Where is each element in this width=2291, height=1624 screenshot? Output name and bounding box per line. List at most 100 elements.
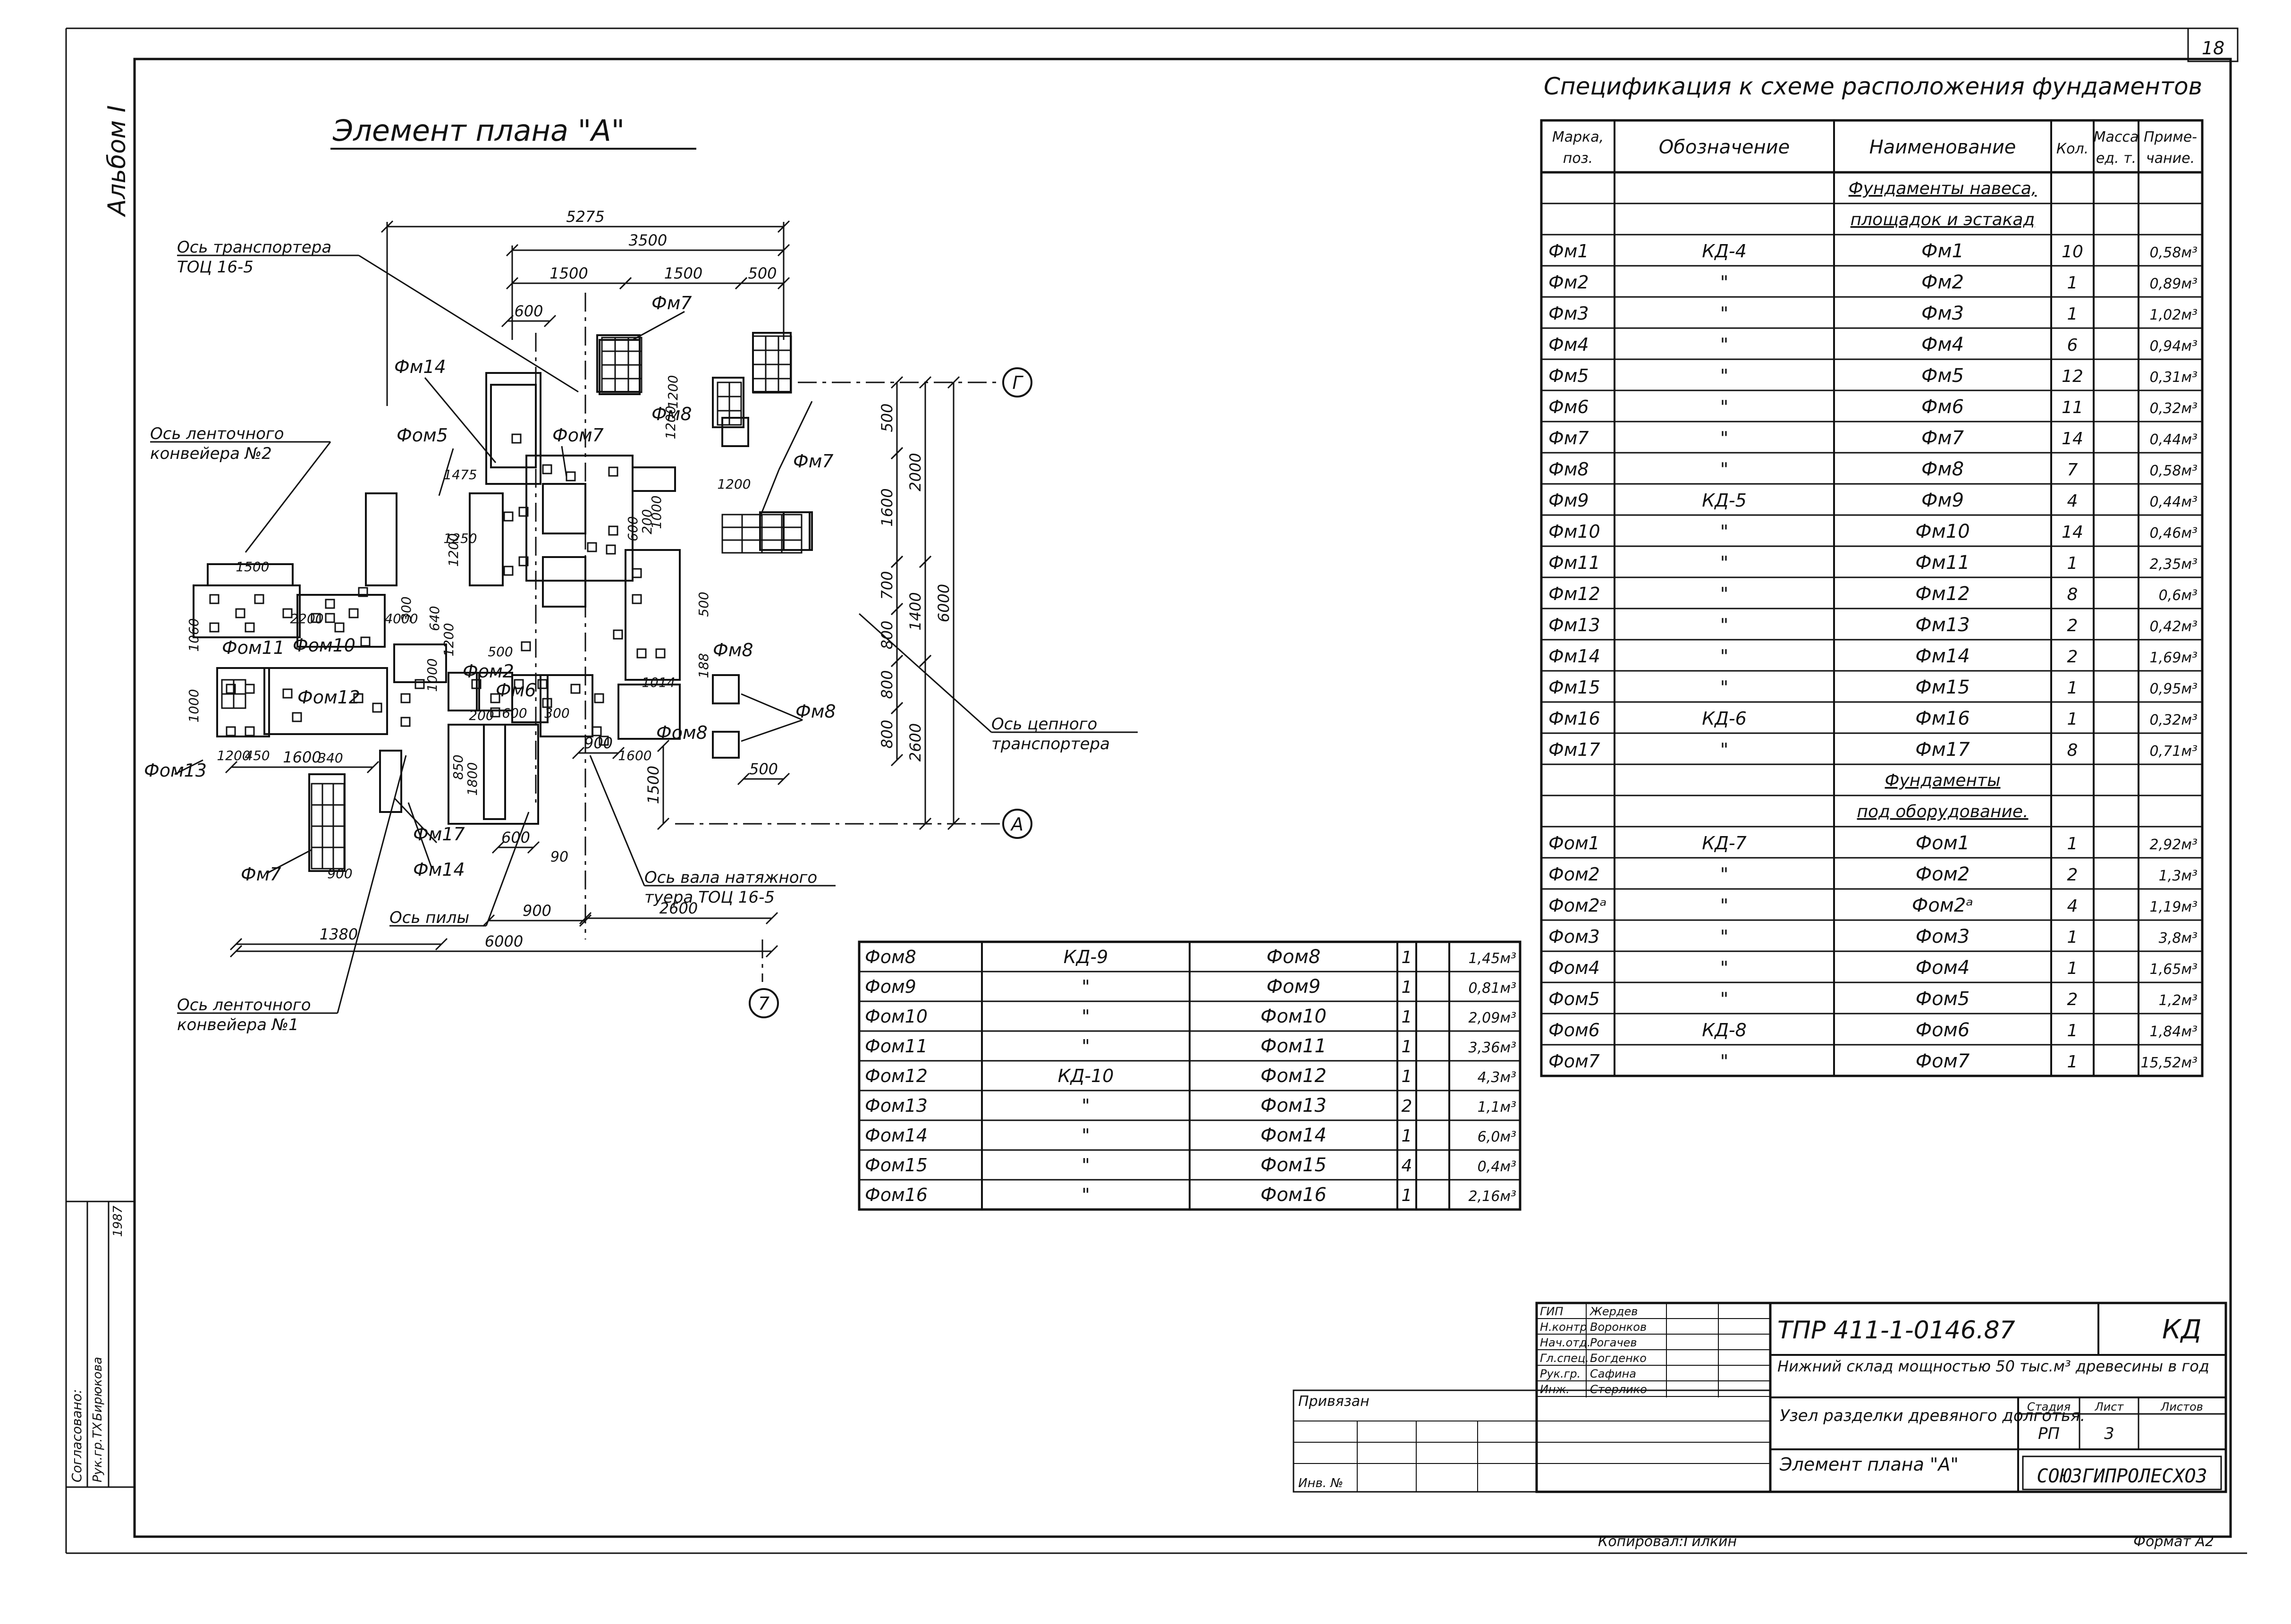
dim-right-5: 1400: [906, 592, 924, 630]
spec3-note-1: 0,81м³: [1469, 980, 1516, 997]
dim-right-2-tick: [919, 376, 932, 389]
tb-sign-role-5: Инж.: [1540, 1383, 1570, 1396]
anchor-square-33: [282, 688, 293, 699]
plan-label-Фм7-16: Фм7: [241, 864, 281, 885]
spec1-name-10: Фм11: [1915, 552, 1970, 574]
foundation-block-33: [483, 724, 506, 820]
fm8-grid-0-1: [728, 381, 742, 398]
tb-agreed-2: Бирюкова: [91, 1357, 105, 1421]
anchor-square-18: [209, 622, 220, 633]
anchor-square-17: [235, 608, 245, 618]
fom12-grid-0-0: [221, 679, 235, 695]
dim-right-6-tick: [947, 817, 960, 830]
spec2-name-3: Фом3: [1916, 926, 1970, 947]
dim-bottom-2: 900: [523, 902, 551, 920]
spec1-note-11: 0,6м³: [2159, 587, 2198, 604]
dim-misc-30: 200: [639, 509, 655, 534]
spec1-note-9: 0,46м³: [2150, 525, 2198, 541]
fm7-grid-a-2-1: [614, 364, 629, 380]
spec1-note-0: 0,58м³: [2150, 245, 2198, 261]
spec1-mark-2: Фм3: [1548, 303, 1589, 324]
spec3-designation-7: ": [1082, 1155, 1090, 1176]
spec1-note-13: 1,69м³: [2150, 650, 2198, 666]
foundation-block-26: [448, 672, 480, 711]
spec2-designation-5: ": [1720, 989, 1728, 1009]
callout-chain-1: транспортера: [991, 735, 1110, 753]
dim-right-9-tick: [919, 654, 932, 668]
plan-label-Фом11-6: Фом11: [222, 637, 285, 658]
dim-right-8-tick: [890, 753, 904, 767]
foundation-block-22: [296, 594, 386, 648]
foundation-block-17: [632, 466, 676, 492]
spec1-note-5: 0,32м³: [2150, 400, 2198, 417]
album-label: Альбом I: [103, 105, 131, 217]
anchor-square-41: [490, 693, 500, 703]
fm7-grid-c-0-3: [781, 514, 803, 528]
spec3-qty-5: 2: [1402, 1097, 1412, 1116]
spec3-name-1: Фом9: [1267, 976, 1321, 998]
spec1-designation-9: ": [1720, 521, 1728, 542]
spec1-name-0: Фм1: [1921, 240, 1964, 262]
tb-sign-role-0: ГИП: [1540, 1305, 1563, 1318]
anchor-square-11: [632, 568, 642, 578]
fm7-grid-d-3-2: [332, 846, 345, 870]
fm7-grid-b-3-2: [778, 378, 792, 394]
sheet-frame: [65, 27, 2247, 1554]
fm8-grid-1-0: [717, 396, 730, 412]
tb-privyazan-frame: [1293, 1389, 1771, 1493]
axis-label-7: 7: [758, 993, 769, 1014]
fm7-grid-c-0-2: [761, 514, 783, 528]
spec1-designation-0: КД-4: [1702, 241, 1747, 262]
callout-shaft-0: Ось вала натяжного: [644, 868, 817, 887]
spec3-designation-0: КД-9: [1064, 947, 1108, 967]
spec2-qty-1: 2: [2067, 865, 2078, 885]
plan-label-Фом8-12: Фом8: [656, 722, 708, 743]
spec2-qty-5: 2: [2067, 990, 2078, 1009]
spec2-mark-3: Фом3: [1548, 926, 1600, 947]
spec1-note-12: 0,42м³: [2150, 618, 2198, 635]
spec1-designation-7: ": [1720, 459, 1728, 480]
plan-label-Фом2-17: Фом2: [463, 661, 514, 682]
dim-misc-21: 340: [318, 750, 343, 766]
spec1-mark-15: Фм16: [1548, 708, 1600, 729]
spec1-qty-10: 1: [2067, 554, 2078, 573]
dim-misc-2: 1060: [186, 618, 202, 651]
plan-label-Фм7-1: Фм7: [651, 293, 692, 313]
spec1-designation-11: ": [1720, 584, 1728, 604]
axis-marker-1: [1002, 809, 1032, 839]
foundation-block-23: [216, 667, 270, 737]
spec1-qty-9: 14: [2062, 523, 2083, 542]
fm7-grid-b-0-0: [752, 335, 767, 351]
anchor-square-29: [226, 684, 236, 694]
spec2-note-1: 1,3м³: [2159, 868, 2198, 884]
foundation-block-6: [596, 334, 641, 393]
anchor-square-42: [490, 707, 500, 718]
spec2-note-2: 1,19м³: [2150, 899, 2198, 915]
spec2-mark-4: Фом4: [1548, 957, 1600, 978]
dim-right-9: 2600: [906, 723, 924, 761]
spec2-note-6: 1,84м³: [2150, 1023, 2198, 1040]
dim-misc-9: 500: [696, 592, 711, 617]
spec1-designation-1: ": [1720, 272, 1728, 293]
spec3-qty-3: 1: [1402, 1037, 1412, 1057]
foundation-block-10: [759, 511, 813, 551]
spec2-designation-1: ": [1720, 864, 1728, 885]
spec1-designation-12: ": [1720, 615, 1728, 635]
fm7-grid-d-3-0: [311, 846, 323, 870]
plan-label-Фом12-8: Фом12: [297, 687, 360, 708]
axis-label-А: А: [1010, 814, 1023, 835]
dim-top-5-tick: [501, 314, 514, 328]
anchor-square-14: [655, 648, 666, 659]
fm7-grid-b-3-1: [765, 378, 779, 394]
dim-bottom-6-tick: [572, 746, 585, 760]
anchor-square-35: [353, 693, 364, 703]
dim-right-7-tick: [890, 654, 904, 668]
callout-belt-1-1: конвейера №1: [177, 1015, 299, 1034]
spec2-mark-2: Фом2ᵃ: [1548, 895, 1607, 916]
fm7-grid-c-0-1: [741, 514, 763, 528]
anchor-square-5: [542, 464, 552, 474]
spec1-mark-10: Фм11: [1548, 552, 1600, 573]
anchor-square-47: [592, 726, 602, 736]
spec3-qty-1: 1: [1402, 978, 1412, 997]
